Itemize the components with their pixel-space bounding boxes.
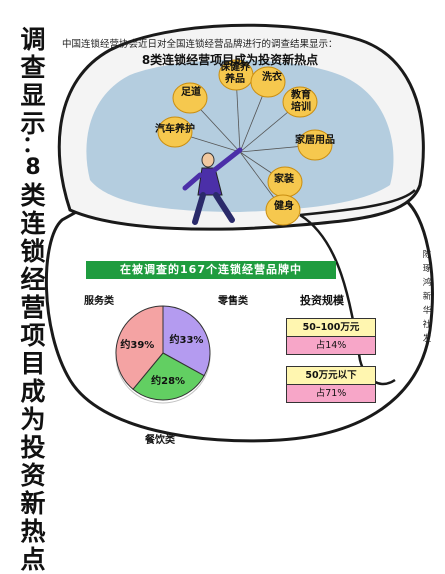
- credit-char: 华: [422, 306, 432, 316]
- intro-text: 中国连锁经营协会近日对全国连锁经营品牌进行的调查结果显示：: [62, 39, 338, 50]
- side-title-char: ：: [21, 133, 44, 158]
- side-title-char: 新: [20, 489, 46, 518]
- side-title-char: 热: [20, 517, 46, 546]
- bulb-label: 教育培训: [291, 90, 311, 113]
- credit-char: 社: [422, 320, 432, 330]
- credit-char: 鸿: [422, 278, 432, 288]
- bulb-label: 保健养养品: [220, 62, 250, 85]
- side-title-char: 类: [20, 181, 46, 210]
- investment-row: 50–100万元 占14%: [286, 318, 376, 355]
- bulb-label: 健身: [274, 201, 294, 212]
- side-title-char: 示: [20, 109, 46, 138]
- side-title-char: 为: [20, 405, 46, 434]
- bulb-shape: [265, 194, 301, 226]
- side-title-char: 项: [20, 321, 46, 350]
- bulb-label: 家装: [274, 174, 294, 185]
- investment-range: 50万元以下: [287, 367, 375, 385]
- slice-name-dining: 餐饮类: [145, 435, 175, 446]
- bulbs-title: 8类连锁经营项目成为投资新热点: [141, 53, 319, 67]
- credit-char: 琢: [422, 264, 432, 274]
- investment-row: 50万元以下 占71%: [286, 366, 376, 403]
- bulb-label: 洗衣: [262, 72, 282, 83]
- side-title-char: 调: [20, 25, 46, 54]
- bulb-shape: [172, 82, 208, 114]
- investment-title: 投资规模: [300, 294, 344, 307]
- side-title-char: 投: [20, 433, 46, 462]
- bulb-label: 足道: [181, 87, 201, 98]
- idea-bulbs: [157, 59, 333, 226]
- credit-char: 新: [422, 292, 432, 302]
- credit-text: 陈琢鸿新华社发: [420, 250, 434, 348]
- side-title-char: 锁: [20, 237, 46, 266]
- investment-range: 50–100万元: [287, 319, 375, 337]
- side-title-char: 显: [20, 81, 46, 110]
- side-title-char: 目: [20, 349, 46, 378]
- pie-banner: 在被调查的167个连锁经营品牌中: [86, 261, 336, 279]
- bulb-shape: [297, 129, 333, 161]
- businessman-figure: [182, 147, 243, 225]
- bulb-shape: [282, 86, 318, 118]
- side-title-char: 资: [20, 461, 46, 490]
- side-title-char: 成: [20, 377, 46, 406]
- credit-char: 发: [422, 334, 432, 344]
- side-title-char: 8: [25, 155, 41, 180]
- credit-char: 陈: [422, 250, 432, 260]
- investment-share: 占14%: [287, 337, 375, 354]
- side-title-char: 连: [20, 209, 46, 238]
- side-title-char: 营: [20, 293, 46, 322]
- bulb-label: 家居用品: [295, 135, 335, 146]
- bulb-label: 汽车养护: [155, 124, 195, 135]
- side-title-char: 查: [20, 53, 46, 82]
- slice-name-retail: 零售类: [218, 296, 248, 307]
- bulb-shape: [157, 116, 193, 148]
- bulb-shape: [250, 66, 286, 98]
- slice-name-service: 服务类: [84, 296, 114, 307]
- investment-share: 占71%: [287, 385, 375, 402]
- side-title-char: 点: [20, 545, 46, 574]
- side-title-char: 经: [20, 265, 46, 294]
